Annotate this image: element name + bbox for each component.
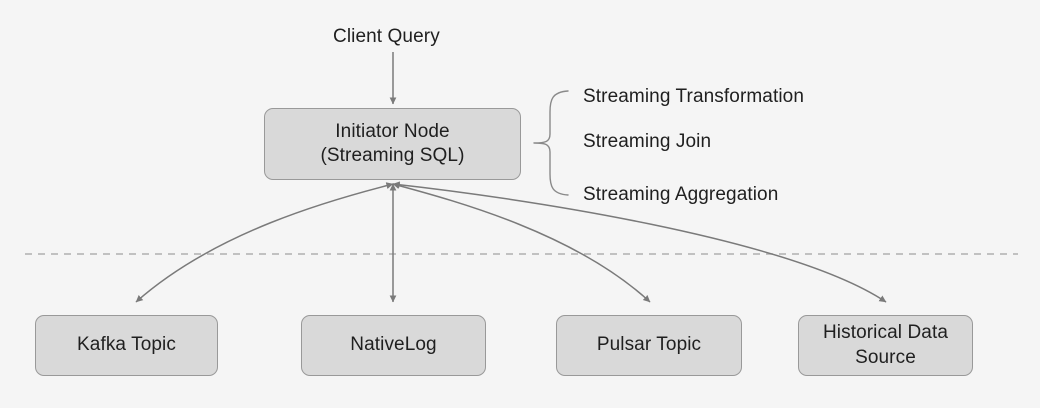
capability-brace: [533, 90, 569, 196]
node-initiator-node[interactable]: Initiator Node (Streaming SQL): [264, 108, 521, 180]
node-nativelog[interactable]: NativeLog: [301, 315, 486, 376]
capability-label-streaming-transformation: Streaming Transformation: [583, 86, 804, 107]
node-historical-data-source[interactable]: Historical Data Source: [798, 315, 973, 376]
capability-label-streaming-aggregation: Streaming Aggregation: [583, 184, 779, 205]
client-query-label: Client Query: [333, 26, 440, 47]
node-pulsar-topic[interactable]: Pulsar Topic: [556, 315, 742, 376]
edge-initiator-to-kafka-topic: [135, 182, 394, 303]
node-kafka-topic[interactable]: Kafka Topic: [35, 315, 218, 376]
capability-label-streaming-join: Streaming Join: [583, 131, 712, 152]
